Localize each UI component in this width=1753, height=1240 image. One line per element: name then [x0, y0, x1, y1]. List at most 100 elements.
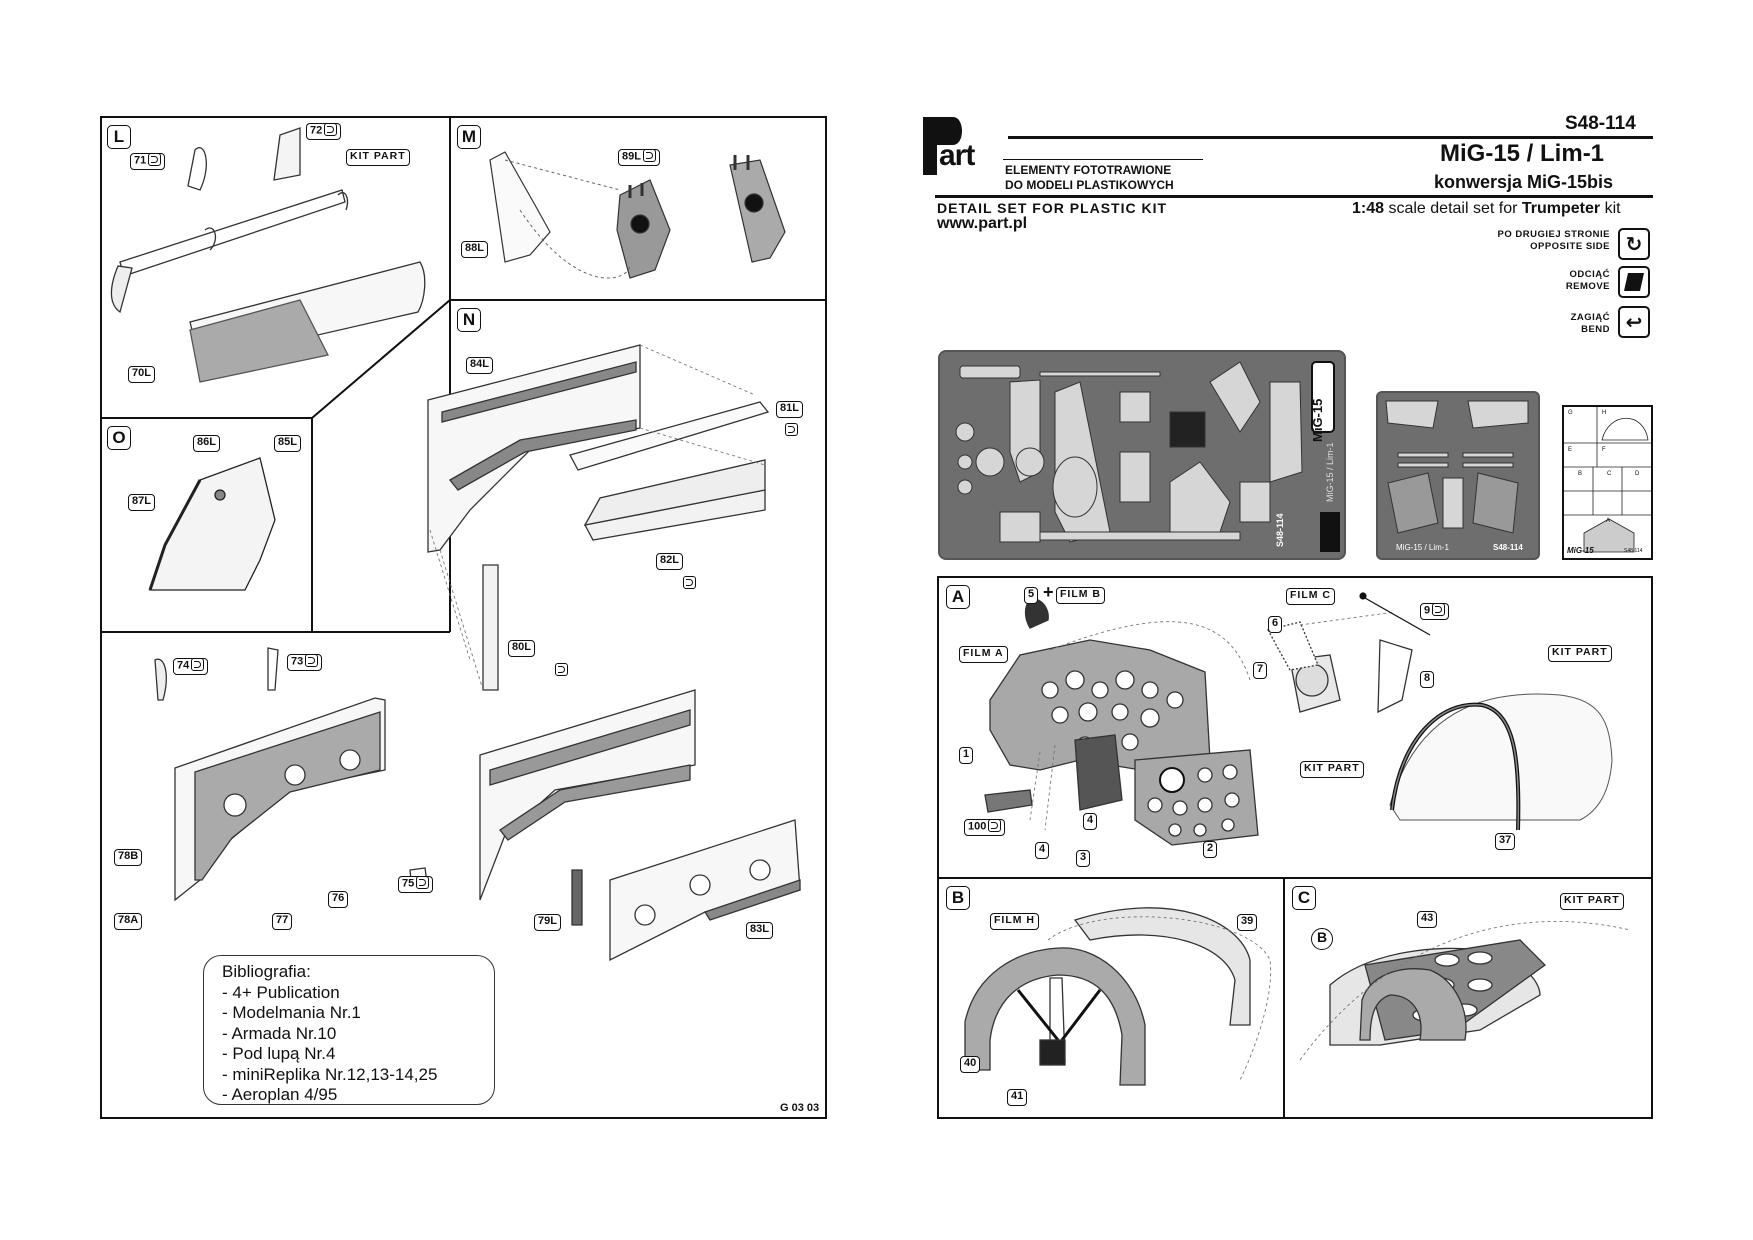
film-b-label: FILM B	[1056, 587, 1105, 604]
section-label-o: O	[107, 426, 131, 450]
film-letter-a: A	[1606, 518, 1611, 524]
part-label-a5: 5	[1024, 587, 1039, 604]
product-subtitle: konwersja MiG-15bis	[1434, 172, 1614, 192]
bibliography-heading: Bibliografia:	[222, 962, 311, 981]
part-label-77: 77	[272, 913, 293, 930]
photo-etch-fret-small: MiG-15 / Lim-1 S48-114	[1376, 391, 1540, 560]
section-label-c: C	[1292, 886, 1316, 910]
photo-etch-fret-large: MiG-15 MiG-15 / Lim-1 S48-114	[938, 350, 1346, 560]
part-label-85l: 85L	[274, 435, 301, 452]
part-label-80l: 80L	[508, 640, 535, 657]
product-title: MiG-15 / Lim-1	[1440, 140, 1605, 167]
part-label-88l: 88L	[461, 241, 488, 258]
film-letter-h: H	[1602, 410, 1607, 416]
header-rule-top	[1008, 136, 1653, 139]
legend-line2: REMOVE	[1565, 281, 1610, 292]
legend-line1: ODCIĄĆ	[1569, 269, 1610, 280]
legend-bend: ZAGIĄĆ BEND ↩	[1450, 306, 1650, 340]
legend-line2: OPPOSITE SIDE	[1530, 241, 1610, 252]
part-label-a1: 1	[959, 747, 974, 764]
bend-icon	[988, 819, 1002, 832]
scale-line: 1:48 scale detail set for Trumpeter kit	[1352, 200, 1621, 218]
part-label-b40: 40	[960, 1056, 981, 1073]
header-rule-bottom	[935, 195, 1653, 198]
bend-icon	[1432, 603, 1446, 616]
fret-small-caption: MiG-15 / Lim-1	[1396, 543, 1449, 552]
part-label-84l: 84L	[466, 357, 493, 374]
part-label-78b: 78B	[114, 849, 143, 866]
bend-icon	[554, 663, 568, 677]
bibliography-item: - Pod lupą Nr.4	[222, 1044, 336, 1063]
polish-desc-2: DO MODELI PLASTIKOWYCH	[1005, 178, 1174, 192]
film-letter-d: D	[1635, 471, 1640, 477]
right-instructions-frame	[937, 576, 1653, 1119]
part-label-71: 71	[130, 153, 166, 170]
film-letter-b: B	[1578, 471, 1583, 477]
part-label-cb: B	[1311, 928, 1333, 950]
film-letter-e: E	[1568, 447, 1573, 453]
film-a-label: FILM A	[959, 646, 1008, 663]
part-label-82l: 82L	[656, 553, 683, 570]
section-label-l: L	[107, 125, 131, 149]
part-label-a2: 2	[1203, 841, 1218, 858]
part-label-76: 76	[328, 891, 349, 908]
part-label-a9: 9	[1420, 603, 1450, 620]
part-label-a100: 100	[964, 819, 1006, 836]
part-label-b41: 41	[1007, 1089, 1028, 1106]
kit-part-label: KIT PART	[1560, 893, 1624, 910]
film-sheet-code: S48-114	[1624, 548, 1643, 554]
part-label-a4-right: 4	[1083, 813, 1098, 830]
bend-icon	[642, 149, 656, 162]
bibliography-box: Bibliografia: - 4+ Publication - Modelma…	[203, 955, 495, 1105]
scale-middle: scale detail set for	[1384, 200, 1522, 217]
section-label-m: M	[457, 125, 481, 149]
film-h-label: FILM H	[990, 913, 1039, 930]
part-label-86l: 86L	[193, 435, 220, 452]
detail-set-label: DETAIL SET FOR PLASTIC KIT	[937, 200, 1168, 216]
legend-line1: PO DRUGIEJ STRONIE	[1497, 229, 1610, 240]
part-label-b39: 39	[1237, 914, 1258, 931]
product-code: S48-114	[1565, 113, 1636, 134]
film-c-label: FILM C	[1286, 588, 1335, 605]
film-letter-c: C	[1607, 471, 1612, 477]
section-label-a: A	[946, 585, 970, 609]
part-label-74: 74	[173, 658, 209, 675]
part-label-78a: 78A	[114, 913, 143, 930]
remove-icon	[1618, 266, 1650, 298]
bend-icon	[148, 153, 162, 166]
plus-sign: +	[1043, 582, 1054, 602]
legend-remove: ODCIĄĆ REMOVE	[1450, 266, 1650, 300]
part-label-72: 72	[306, 123, 342, 140]
bibliography-item: - miniReplika Nr.12,13-14,25	[222, 1064, 438, 1084]
fret-small-parts	[1385, 400, 1529, 534]
part-label-a8: 8	[1420, 671, 1435, 688]
fret-small-code: S48-114	[1493, 543, 1523, 552]
part-label-87l: 87L	[128, 494, 155, 511]
part-label-81l: 81L	[776, 401, 803, 418]
brand-logo-text: art	[939, 139, 975, 172]
film-letter-g: G	[1568, 410, 1573, 416]
bend-icon	[305, 654, 319, 667]
section-label-b: B	[946, 886, 970, 910]
kit-part-label: KIT PART	[1548, 645, 1612, 662]
website: www.part.pl	[937, 215, 1028, 232]
bibliography-item: - Armada Nr.10	[222, 1023, 337, 1043]
header-rule-mid	[1003, 159, 1203, 160]
bend-icon	[683, 576, 697, 590]
bend-icon: ↩	[1618, 306, 1650, 338]
bend-icon	[191, 658, 205, 671]
film-sheet: G H E F B C D A MiG-15 S48-114	[1562, 405, 1653, 560]
legend-line1: ZAGIĄĆ	[1570, 312, 1610, 323]
bend-icon	[785, 423, 798, 437]
section-label-n: N	[457, 308, 481, 332]
film-sheet-caption: MiG-15	[1567, 546, 1594, 555]
scale-tail: kit	[1600, 200, 1621, 217]
part-label-a3: 3	[1076, 850, 1091, 867]
part-label-c43: 43	[1417, 911, 1438, 928]
kit-part-label: KIT PART	[1300, 761, 1364, 778]
film-sheet-grid	[1564, 407, 1651, 553]
part-label-a4-left: 4	[1035, 842, 1050, 859]
legend-opposite-side: PO DRUGIEJ STRONIE OPPOSITE SIDE ↻	[1450, 228, 1650, 262]
part-label-83l: 83L	[746, 922, 773, 939]
